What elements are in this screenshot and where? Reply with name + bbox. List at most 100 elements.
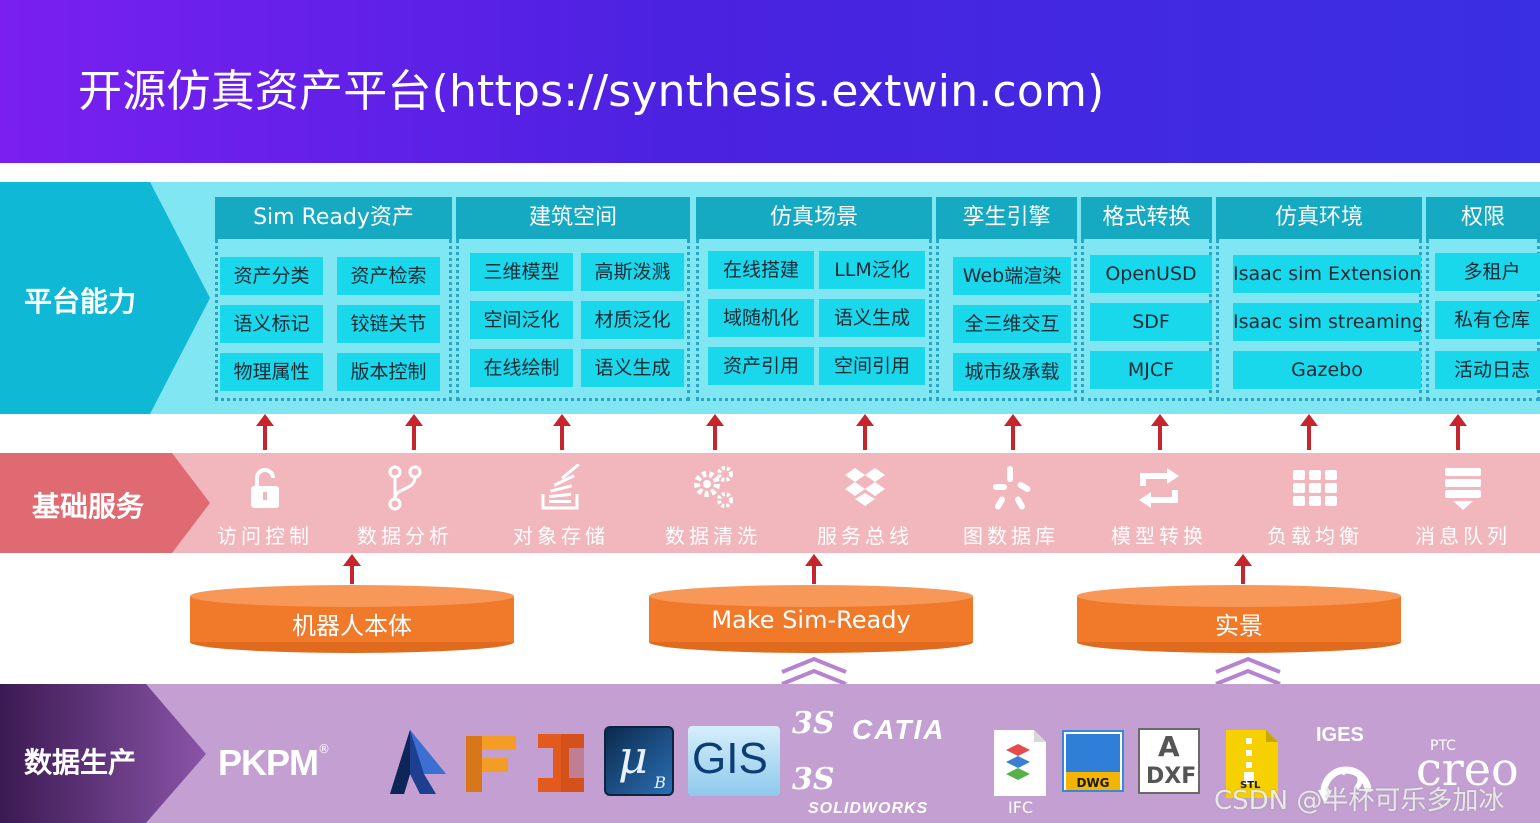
service-item: 消息队列 <box>1398 458 1528 549</box>
capability-chip: MJCF <box>1090 351 1212 389</box>
base-chevron <box>0 453 210 553</box>
capability-chip: 域随机化 <box>708 299 814 337</box>
fusion-logo <box>466 736 516 792</box>
service-item: 负载均衡 <box>1250 458 1380 549</box>
unlock-icon <box>200 464 330 512</box>
source-label: 实景 <box>1215 612 1263 640</box>
ds-mark: 3S <box>792 706 835 741</box>
dxf-file-icon: A DXF <box>1138 728 1200 794</box>
arrow-up <box>1234 554 1252 584</box>
capability-chip: 私有仓库 <box>1435 301 1540 339</box>
source-cylinder-reality: 实景 <box>1076 584 1402 654</box>
source-cylinder-robot: 机器人本体 <box>189 584 515 654</box>
arrow-up <box>1151 414 1169 450</box>
category-items-box: OpenUSD SDF MJCF <box>1081 239 1212 401</box>
platform-layer-label: 平台能力 <box>24 285 137 318</box>
capability-chip: 多租户 <box>1435 253 1540 291</box>
category-header: 仿真场景 <box>696 197 932 239</box>
capability-chip: 活动日志 <box>1435 351 1540 389</box>
capability-chip: Gazebo <box>1233 351 1421 389</box>
mu-glyph-icon: μ <box>618 730 648 784</box>
page-title: 开源仿真资产平台(https://synthesis.extwin.com) <box>78 66 1105 117</box>
capability-chip: Web端渲染 <box>953 257 1071 295</box>
category-header: 仿真环境 <box>1216 197 1422 239</box>
service-label: 消息队列 <box>1415 524 1511 548</box>
capability-chip: Isaac sim Extension <box>1233 255 1421 293</box>
capability-chip: OpenUSD <box>1090 255 1212 293</box>
mu-b-sub: B <box>654 773 666 792</box>
stl-label: STL <box>1240 780 1261 791</box>
source-label: Make Sim-Ready <box>711 606 911 634</box>
capability-chip: Isaac sim streaming <box>1233 303 1421 341</box>
capability-chip: 高斯泼溅 <box>581 253 684 291</box>
grid-icon <box>1250 464 1380 512</box>
queue-icon <box>1398 464 1528 512</box>
service-item: 数据清洗 <box>648 458 778 549</box>
capability-chip: 铰链关节 <box>337 305 440 343</box>
capability-chip: SDF <box>1090 303 1212 341</box>
capability-chip: 语义标记 <box>220 305 323 343</box>
category-items-box: 三维模型高斯泼溅空间泛化材质泛化在线绘制语义生成 <box>456 239 690 401</box>
category-items-box: 资产分类资产检索语义标记铰链关节物理属性版本控制 <box>215 239 452 401</box>
dropbox-icon <box>800 464 930 512</box>
service-item: 数据分析 <box>340 458 470 549</box>
category-items-box: 多租户私有仓库活动日志 <box>1426 239 1540 401</box>
capability-chip: 空间引用 <box>819 347 925 385</box>
gis-logo: GIS <box>688 726 780 796</box>
graph-icon <box>946 464 1076 512</box>
capability-chip: LLM泛化 <box>819 251 925 289</box>
capability-chip: 空间泛化 <box>470 301 573 339</box>
ds-mark: 3S <box>792 762 835 797</box>
service-item: 模型转换 <box>1094 458 1224 549</box>
capability-chip: 资产检索 <box>337 257 440 295</box>
category-items-box: Web端渲染全三维交互城市级承载 <box>936 239 1077 401</box>
data-layer-label: 数据生产 <box>24 746 137 779</box>
capability-chip: 物理属性 <box>220 353 323 391</box>
capability-chip: 城市级承载 <box>953 353 1071 391</box>
dwg-blueprint <box>1066 734 1120 772</box>
arrow-up <box>343 554 361 584</box>
gears-icon <box>648 464 778 512</box>
category-header: 格式转换 <box>1081 197 1212 239</box>
service-item: 对象存储 <box>496 458 626 549</box>
source-cylinder-sim-ready: Make Sim-Ready <box>648 584 974 654</box>
capability-chip: 在线绘制 <box>470 349 573 387</box>
category-header: 孪生引擎 <box>936 197 1077 239</box>
service-label: 模型转换 <box>1111 524 1207 548</box>
capability-chip: 语义生成 <box>819 299 925 337</box>
capability-chip: 材质泛化 <box>581 301 684 339</box>
mu-b-logo: μ B <box>604 726 674 796</box>
watermark: CSDN @半杯可乐多加冰 <box>1214 786 1505 816</box>
header-banner: 开源仿真资产平台(https://synthesis.extwin.com) <box>0 0 1540 163</box>
capability-chip: 版本控制 <box>337 353 440 391</box>
platform-chevron <box>0 182 210 414</box>
category-header: 建筑空间 <box>456 197 690 239</box>
arrow-up <box>1004 414 1022 450</box>
pkpm-logo: PKPM® <box>218 742 330 784</box>
gis-logo-text: GIS <box>692 734 768 783</box>
capability-chip: 全三维交互 <box>953 305 1071 343</box>
ptc-label: PTC <box>1430 738 1456 754</box>
iges-label: IGES <box>1316 724 1364 746</box>
capability-chip: 在线搭建 <box>708 251 814 289</box>
retweet-icon <box>1094 464 1224 512</box>
catia-text: CATIA <box>852 714 946 745</box>
arrow-up <box>405 414 423 450</box>
capability-chip: 资产分类 <box>220 257 323 295</box>
category-header: 权限 <box>1426 197 1540 239</box>
iges-logo: IGES <box>1310 724 1392 820</box>
ibeam-logo <box>538 734 584 792</box>
service-item: 图数据库 <box>946 458 1076 549</box>
service-item: 访问控制 <box>200 458 330 549</box>
ifc-file-icon: IFC <box>990 728 1050 820</box>
branch-icon <box>340 464 470 512</box>
revit-logo <box>390 730 446 794</box>
base-layer-label: 基础服务 <box>32 490 145 523</box>
arrow-up <box>856 414 874 450</box>
arrow-up <box>805 554 823 584</box>
catia-solidworks-logo: 3S CATIA 3S SOLIDWORKS <box>792 704 978 820</box>
arrow-up <box>1449 414 1467 450</box>
service-label: 访问控制 <box>217 524 313 548</box>
